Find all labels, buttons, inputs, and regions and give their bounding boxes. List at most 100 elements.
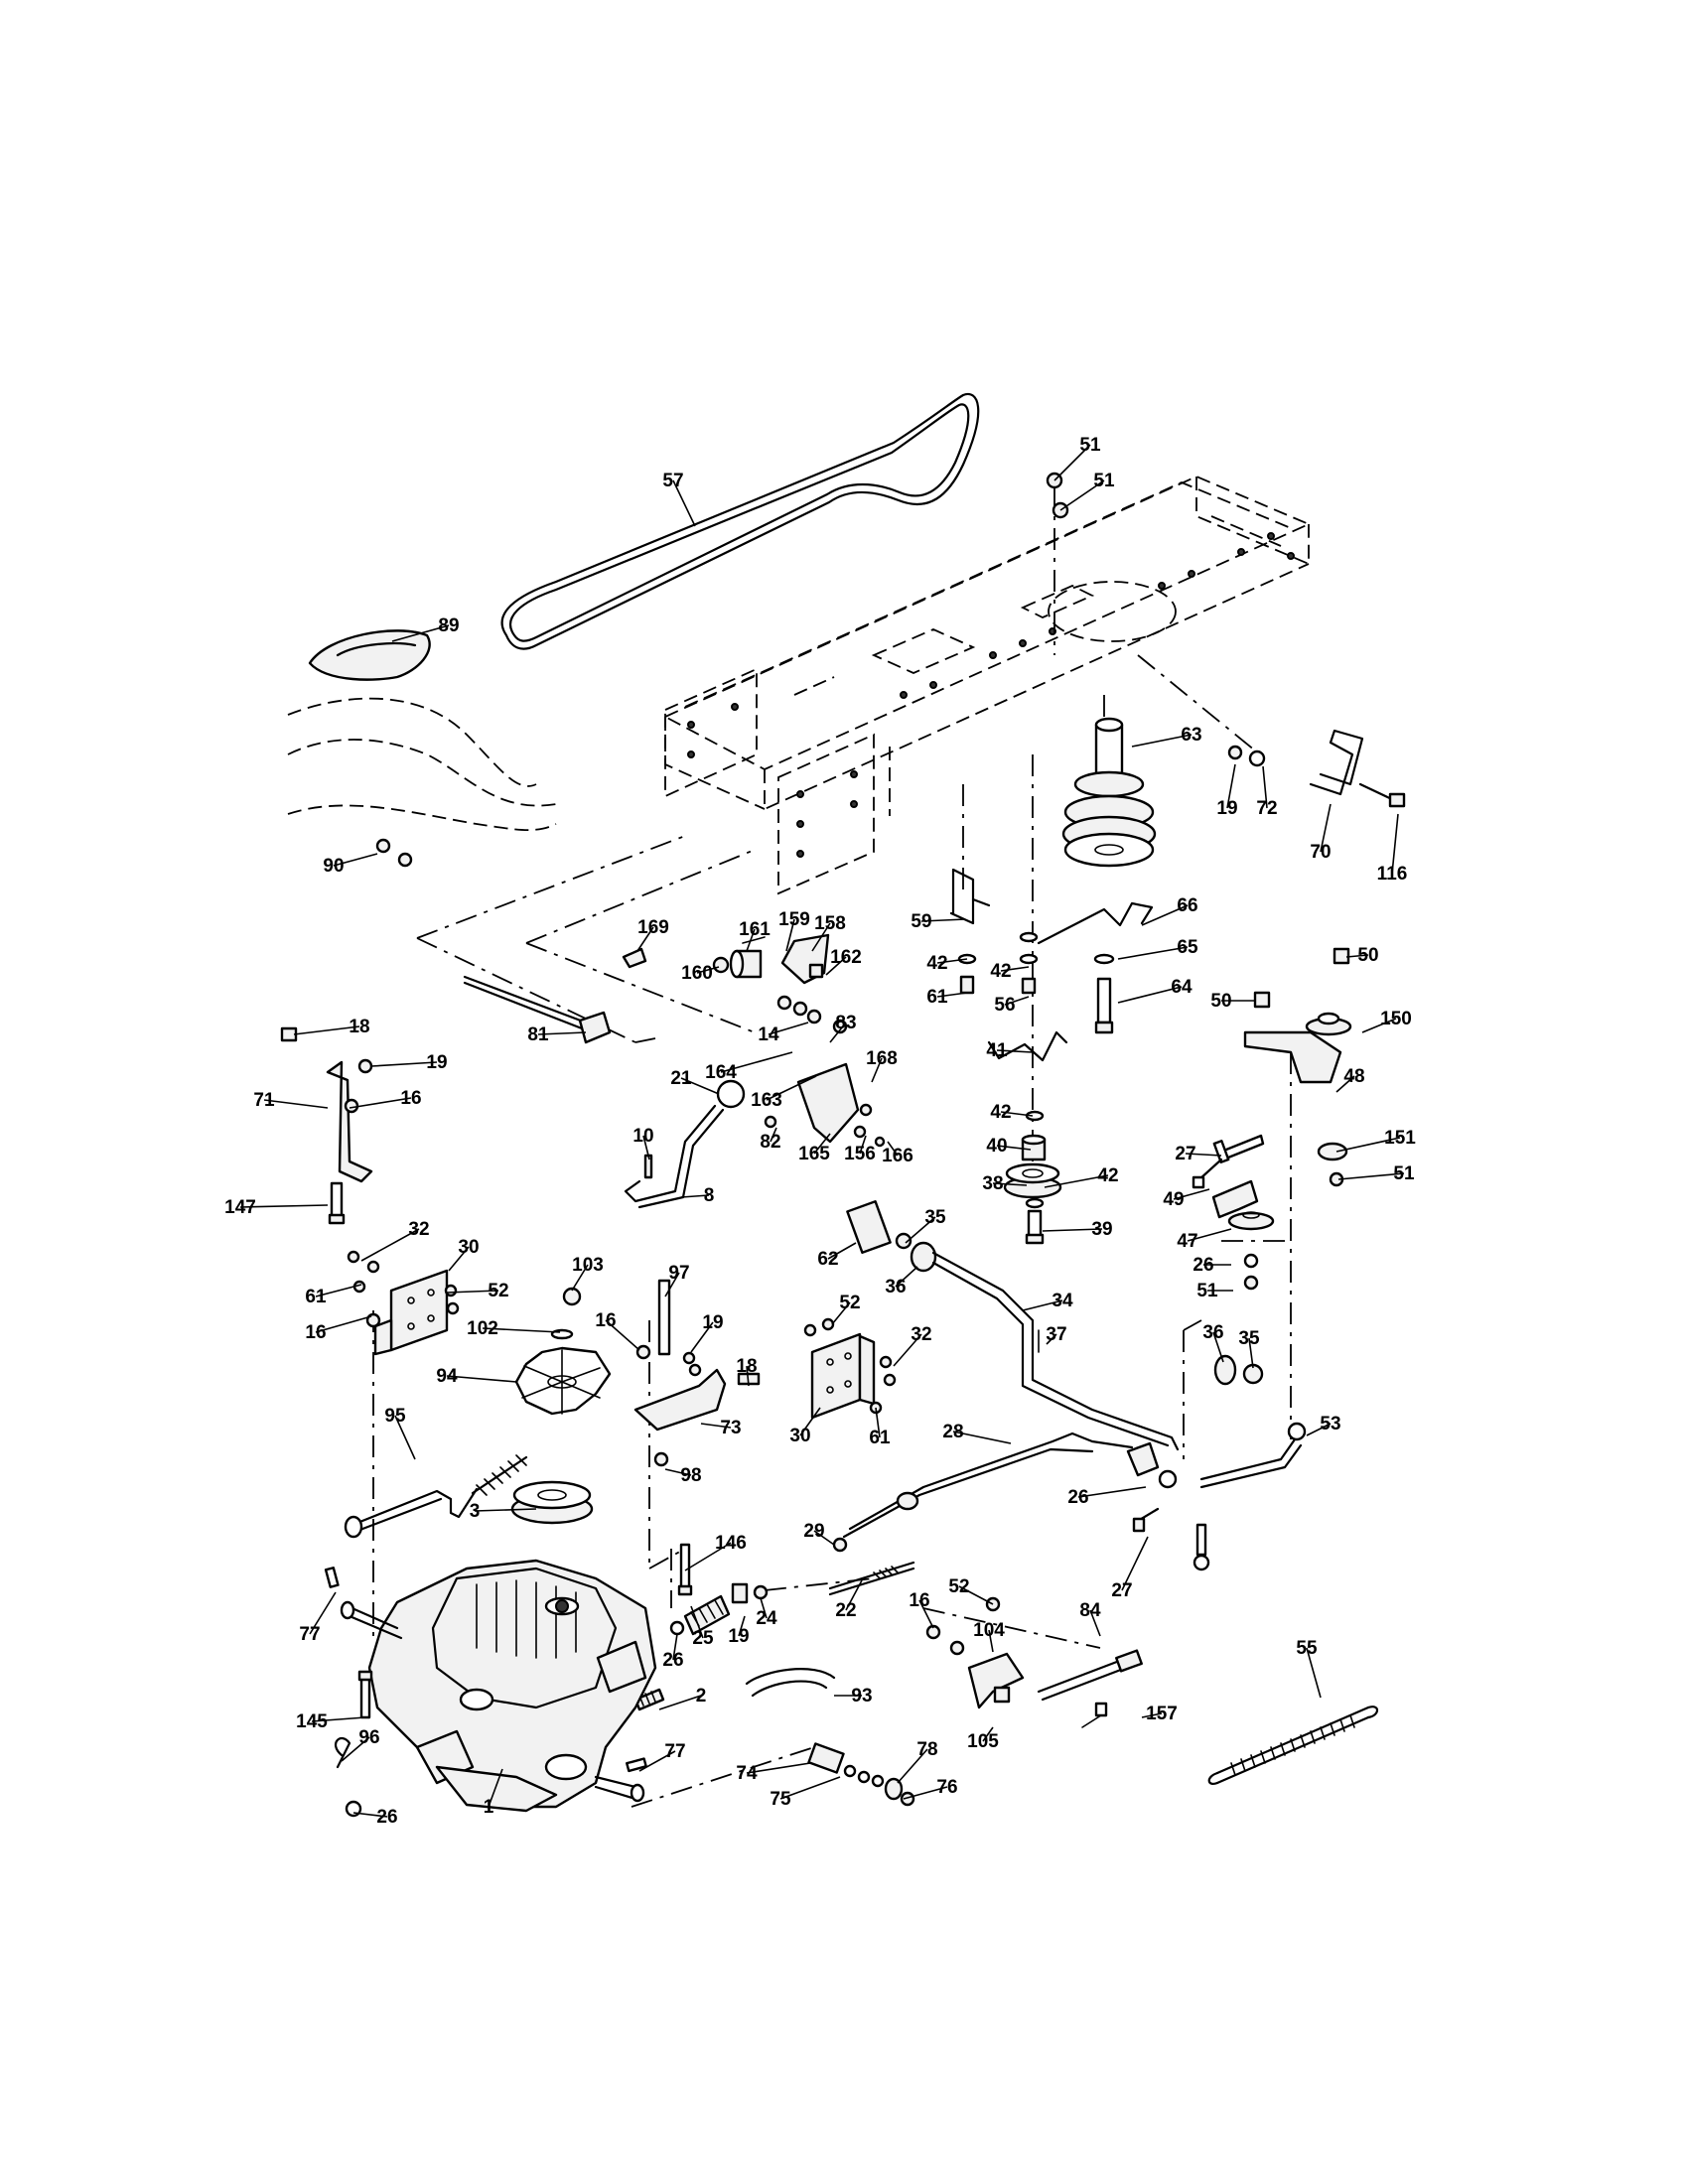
part-number-label: 168 bbox=[866, 1048, 898, 1069]
leader-line bbox=[738, 1615, 746, 1637]
part-number-label: 8 bbox=[704, 1185, 715, 1206]
part-number-label: 162 bbox=[830, 947, 862, 968]
leader-line bbox=[887, 1141, 899, 1157]
pedal-pad-89 bbox=[287, 629, 557, 831]
bracket-59 bbox=[949, 868, 991, 925]
part-number-label: 50 bbox=[1210, 991, 1231, 1012]
leader-line bbox=[690, 1321, 714, 1353]
leader-line bbox=[1306, 1423, 1332, 1436]
frame-holes bbox=[687, 532, 1295, 858]
part-number-label: 22 bbox=[835, 1600, 856, 1621]
part-number-label: 72 bbox=[1256, 798, 1277, 819]
leader-line bbox=[349, 1097, 412, 1109]
leader-line bbox=[1212, 1331, 1224, 1363]
shaft-95 bbox=[344, 1454, 528, 1539]
leader-line bbox=[1089, 1609, 1101, 1637]
part-number-label: 70 bbox=[1310, 842, 1331, 863]
part-number-label: 57 bbox=[662, 471, 683, 491]
springs-146-25 bbox=[633, 1543, 769, 1711]
leader-line bbox=[1141, 904, 1189, 926]
leader-line bbox=[664, 1272, 680, 1297]
part-number-label: 26 bbox=[1193, 1255, 1213, 1276]
leader-line bbox=[988, 1629, 994, 1653]
part-number-label: 36 bbox=[885, 1277, 906, 1297]
part-number-label: 52 bbox=[488, 1281, 508, 1301]
leader-line bbox=[684, 1542, 732, 1571]
leader-line bbox=[952, 1431, 1012, 1444]
leader-line bbox=[768, 1022, 809, 1035]
part-number-label: 146 bbox=[715, 1533, 747, 1554]
leader-line bbox=[1306, 1647, 1322, 1699]
leader-line bbox=[333, 853, 378, 867]
part-number-label: 26 bbox=[376, 1807, 397, 1828]
leader-line bbox=[315, 1315, 372, 1333]
leader-line bbox=[482, 1327, 561, 1333]
part-number-label: 39 bbox=[1091, 1219, 1112, 1240]
leader-line bbox=[1141, 1712, 1163, 1718]
leader-line bbox=[903, 1786, 948, 1800]
leader-line bbox=[958, 1585, 994, 1605]
part-number-label: 21 bbox=[670, 1068, 692, 1089]
part-number-label: 36 bbox=[1202, 1322, 1223, 1343]
part-number-label: 18 bbox=[736, 1356, 757, 1377]
leader-line bbox=[829, 1022, 847, 1043]
leader-line bbox=[1185, 1153, 1222, 1157]
leader-line bbox=[1131, 734, 1193, 748]
leader-line bbox=[996, 1145, 1032, 1151]
leader-line bbox=[680, 1077, 720, 1095]
rod-66 bbox=[1037, 901, 1154, 945]
leader-line bbox=[360, 1228, 420, 1262]
leader-line bbox=[394, 1415, 416, 1460]
rod-41 bbox=[987, 1030, 1068, 1062]
part-169 bbox=[622, 947, 647, 969]
leader-line bbox=[992, 1182, 1028, 1186]
leader-line bbox=[1046, 1333, 1057, 1345]
part-number-label: 19 bbox=[426, 1052, 447, 1073]
part-number-label: 50 bbox=[1357, 945, 1378, 966]
part-number-label: 35 bbox=[1238, 1328, 1260, 1349]
part-number-label: 65 bbox=[1177, 937, 1198, 958]
part-number-label: 63 bbox=[1181, 725, 1201, 746]
leader-line bbox=[893, 1333, 922, 1367]
part-number-label: 26 bbox=[1067, 1487, 1088, 1508]
leader-line bbox=[1173, 1188, 1210, 1200]
leader-line bbox=[664, 1468, 692, 1476]
part-number-label: 51 bbox=[1079, 435, 1101, 456]
leader-line bbox=[845, 1579, 863, 1611]
part-number-label: 14 bbox=[758, 1024, 779, 1045]
idler-arm-48 bbox=[1211, 947, 1352, 1291]
leader-line bbox=[391, 624, 450, 642]
leader-line bbox=[825, 956, 847, 976]
leader-line bbox=[239, 1204, 329, 1208]
part-number-label: 90 bbox=[323, 856, 344, 877]
leader-line bbox=[488, 1768, 503, 1808]
leader-line bbox=[1044, 1174, 1109, 1188]
leader-line bbox=[1262, 765, 1268, 809]
pin-84-157 bbox=[1037, 1649, 1143, 1728]
spring-55 bbox=[1207, 1706, 1379, 1785]
leader-line bbox=[785, 918, 795, 952]
leader-line bbox=[352, 1812, 388, 1818]
leader-line bbox=[1345, 954, 1369, 958]
part-number-label: 30 bbox=[789, 1426, 810, 1446]
leader-line bbox=[813, 1133, 831, 1155]
part-number-label: 35 bbox=[924, 1207, 946, 1228]
part-number-label: 51 bbox=[1393, 1163, 1415, 1184]
leader-line bbox=[446, 1290, 499, 1294]
part-number-label: 151 bbox=[1384, 1128, 1416, 1149]
leader-line bbox=[746, 928, 756, 952]
part-number-label: 73 bbox=[720, 1418, 741, 1438]
part-number-label: 157 bbox=[1146, 1704, 1178, 1724]
bracket-165 bbox=[764, 1062, 886, 1148]
part-number-label: 42 bbox=[926, 953, 947, 974]
part-number-label: 10 bbox=[632, 1126, 653, 1147]
bolts-27 bbox=[1132, 1158, 1223, 1571]
part-number-label: 38 bbox=[982, 1173, 1003, 1194]
bracket-assembly-158 bbox=[712, 933, 848, 1034]
part-number-label: 104 bbox=[973, 1620, 1005, 1641]
parts-19-72-70-116 bbox=[1227, 729, 1406, 808]
leader-line bbox=[1053, 444, 1091, 481]
leader-line bbox=[746, 1762, 811, 1774]
leader-line bbox=[309, 1591, 337, 1635]
